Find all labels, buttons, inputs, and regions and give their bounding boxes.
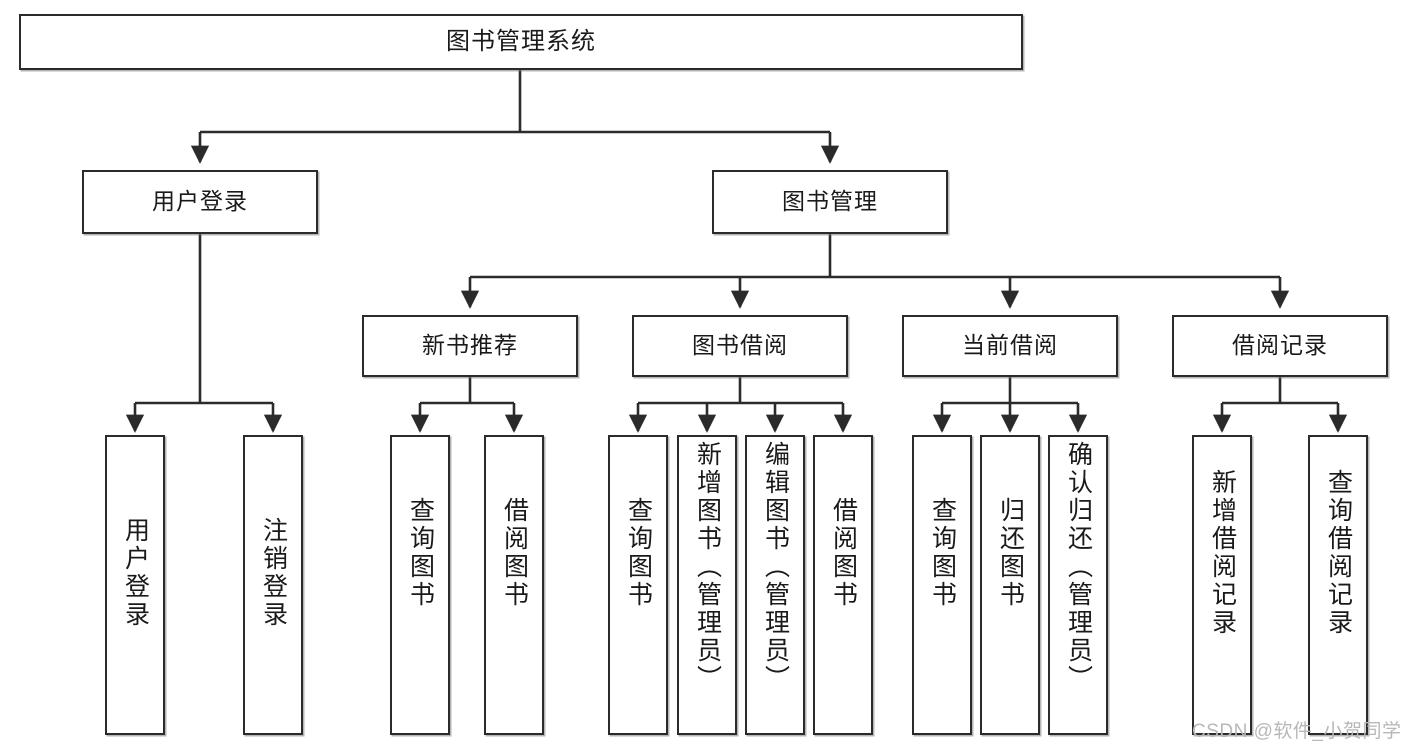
node-current-borrow[interactable]: 当前借阅 — [902, 315, 1118, 377]
node-book-management[interactable]: 图书管理 — [712, 170, 948, 234]
csdn-watermark: CSDN @软件_小贺同学 — [1192, 721, 1402, 742]
leaf-user-login-signout[interactable]: 注销登录 — [243, 435, 303, 735]
leaf-bookborrow-borrow-book[interactable]: 借阅图书 — [813, 435, 873, 735]
node-root-system[interactable]: 图书管理系统 — [19, 14, 1023, 70]
leaf-currentborrow-confirm-return-admin[interactable]: 确认归还（管理员） — [1048, 435, 1108, 735]
node-label: 新增图书（管理员） — [693, 441, 722, 693]
leaf-borrowrecord-query-record[interactable]: 查询借阅记录 — [1308, 435, 1368, 735]
node-label: 借阅图书 — [829, 497, 858, 609]
node-label: 新书推荐 — [422, 332, 518, 359]
node-label: 查询借阅记录 — [1324, 469, 1353, 637]
node-label: 用户登录 — [152, 188, 248, 215]
node-label: 注销登录 — [259, 517, 288, 629]
leaf-user-login-signin[interactable]: 用户登录 — [105, 435, 165, 735]
node-user-login[interactable]: 用户登录 — [82, 170, 318, 234]
leaf-bookborrow-add-book-admin[interactable]: 新增图书（管理员） — [677, 435, 737, 735]
node-label: 查询图书 — [406, 497, 435, 609]
node-label: 新增借阅记录 — [1208, 469, 1237, 637]
node-label: 借阅图书 — [500, 497, 529, 609]
node-label: 图书管理系统 — [446, 27, 596, 55]
node-label: 查询图书 — [624, 497, 653, 609]
node-label: 查询图书 — [928, 497, 957, 609]
node-label: 归还图书 — [996, 497, 1025, 609]
leaf-borrowrecord-add-record[interactable]: 新增借阅记录 — [1192, 435, 1252, 735]
node-label: 确认归还（管理员） — [1064, 441, 1093, 693]
node-book-borrow[interactable]: 图书借阅 — [632, 315, 848, 377]
leaf-newbook-query-book[interactable]: 查询图书 — [390, 435, 450, 735]
node-label: 当前借阅 — [962, 332, 1058, 359]
leaf-currentborrow-query-book[interactable]: 查询图书 — [912, 435, 972, 735]
node-label: 借阅记录 — [1232, 332, 1328, 359]
leaf-bookborrow-edit-book-admin[interactable]: 编辑图书（管理员） — [745, 435, 805, 735]
node-label: 编辑图书（管理员） — [761, 441, 790, 693]
node-new-book-recommend[interactable]: 新书推荐 — [362, 315, 578, 377]
leaf-currentborrow-return-book[interactable]: 归还图书 — [980, 435, 1040, 735]
node-borrow-record[interactable]: 借阅记录 — [1172, 315, 1388, 377]
node-label: 图书管理 — [782, 188, 878, 215]
node-label: 用户登录 — [121, 517, 150, 629]
leaf-bookborrow-query-book[interactable]: 查询图书 — [608, 435, 668, 735]
node-label: 图书借阅 — [692, 332, 788, 359]
leaf-newbook-borrow-book[interactable]: 借阅图书 — [484, 435, 544, 735]
